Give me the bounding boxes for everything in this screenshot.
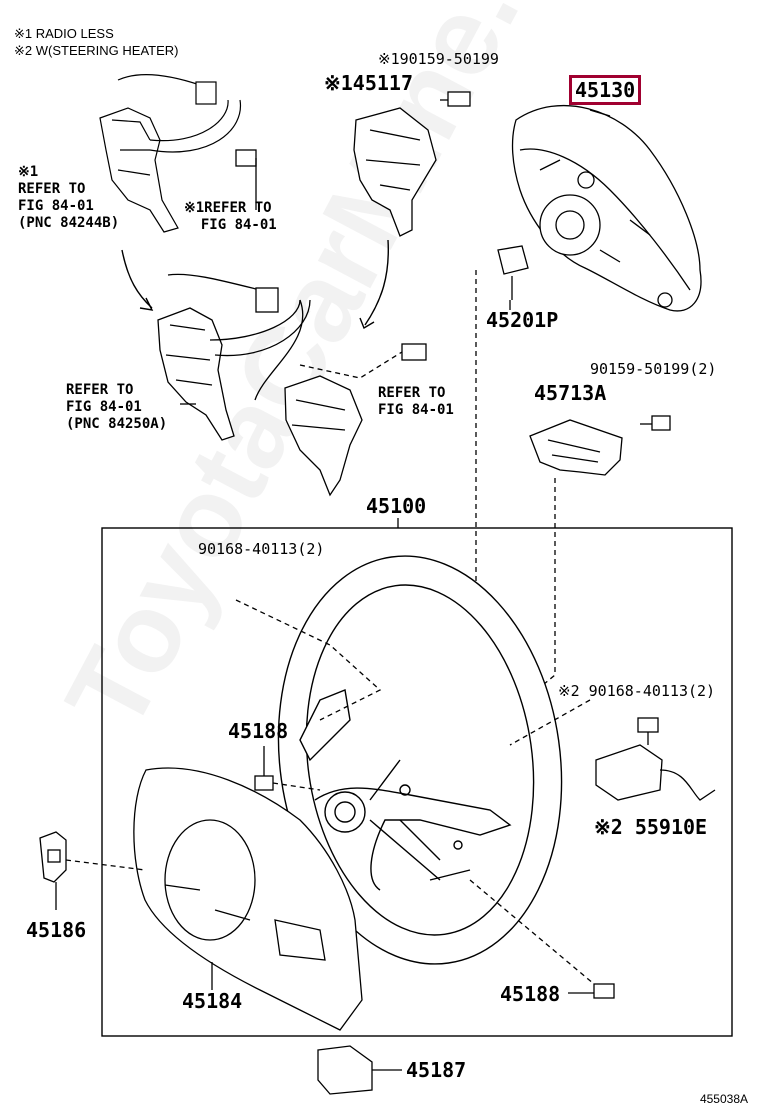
- label-45117: ※145117: [324, 71, 414, 95]
- label-45188-lower: 45188: [500, 982, 561, 1006]
- ref-fig-84-01-lower: REFER TO FIG 84-01: [378, 385, 454, 418]
- screw-45188-lower: [469, 879, 615, 999]
- arrow-left: [121, 249, 153, 309]
- assembly-frame: [101, 527, 733, 1037]
- screw-upper-left: [235, 149, 257, 210]
- cover-45117: [353, 107, 437, 237]
- label-45713a: 45713A: [534, 381, 607, 405]
- ref-fig-84-01-84244b: ※1 REFER TO FIG 84-01 (PNC 84244B): [18, 164, 120, 231]
- label-55910e: ※2 55910E: [594, 815, 708, 839]
- label-45201p: 45201P: [486, 308, 559, 332]
- label-45187: 45187: [406, 1058, 467, 1082]
- label-45186: 45186: [26, 918, 87, 942]
- screw-45188-upper: [254, 746, 321, 791]
- clip-45201: [497, 245, 529, 300]
- screw-lower: [401, 343, 427, 361]
- label-45100: 45100: [366, 494, 427, 518]
- label-90168-40113-x2: 90168-40113(2): [198, 540, 325, 558]
- part-45186: [39, 831, 146, 910]
- note-radio-less: ※1 RADIO LESS: [14, 26, 114, 41]
- figure-code: 455038A: [699, 1092, 748, 1106]
- airbag-45130: [511, 104, 702, 312]
- dash-link-1: [299, 351, 403, 379]
- cover-45184: [133, 767, 363, 1031]
- label-45184: 45184: [182, 989, 243, 1013]
- ref-fig-84-01-84250a: REFER TO FIG 84-01 (PNC 84250A): [66, 382, 168, 432]
- cover-lower-right: [284, 375, 363, 497]
- dash-link-4: [235, 599, 382, 721]
- bracket-45713: [529, 415, 671, 476]
- screw-190159: [440, 91, 471, 107]
- dash-link-5: [509, 699, 591, 746]
- label-90168-40113-heater: ※2 90168-40113(2): [558, 682, 716, 700]
- part-45187: [317, 1045, 402, 1095]
- label-45130-highlighted[interactable]: 45130: [568, 75, 642, 105]
- switch-unit-upper: [99, 73, 242, 233]
- label-90159-50199-x2: 90159-50199(2): [590, 360, 717, 378]
- sensor-55910: [595, 717, 716, 801]
- label-45188-upper: 45188: [228, 719, 289, 743]
- steering-wheel-45100: [277, 555, 563, 965]
- switch-unit-lower: [157, 273, 311, 441]
- arrow-right: [364, 239, 390, 326]
- label-190159-50199: ※190159-50199: [378, 50, 499, 68]
- ref-fig-84-01-upper: ※1REFER TO FIG 84-01: [184, 200, 277, 233]
- note-steering-heater: ※2 W(STEERING HEATER): [14, 43, 179, 58]
